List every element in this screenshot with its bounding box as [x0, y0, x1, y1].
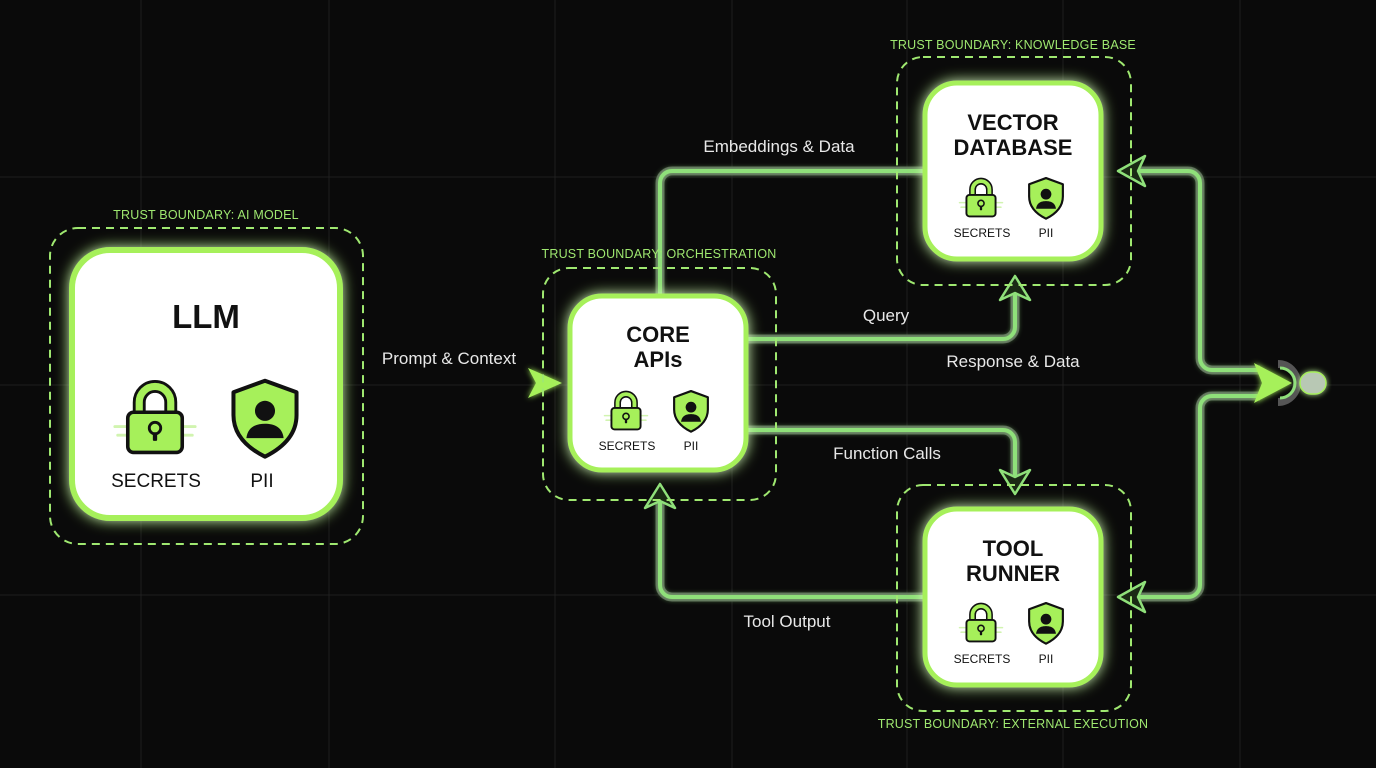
- boundary-external-execution: [896, 484, 1132, 712]
- node-tool-title-line1: TOOL: [983, 536, 1044, 561]
- badge-secrets-label: SECRETS: [954, 226, 1011, 240]
- badge-pii-label: PII: [250, 471, 273, 492]
- connectors: [340, 154, 1327, 614]
- flow-prompt-line[interactable]: [340, 368, 562, 398]
- badge-secrets-label: SECRETS: [111, 471, 201, 492]
- flow-label-tool-output: Tool Output: [744, 612, 831, 631]
- badge-secrets-label: SECRETS: [599, 439, 656, 453]
- flow-label-function-calls: Function Calls: [833, 444, 941, 463]
- node-tool-runner[interactable]: TOOL RUNNER SECRETS PII: [922, 506, 1104, 688]
- node-tool-title-line2: RUNNER: [966, 561, 1060, 586]
- flow-embeddings-line[interactable]: [655, 166, 925, 298]
- badge-pii-label: PII: [1039, 226, 1054, 240]
- prompt-arrowhead: [528, 368, 562, 398]
- flow-function-calls-line[interactable]: [745, 425, 1032, 496]
- boundary-orchestration: [542, 267, 777, 501]
- flow-label-response: Response & Data: [946, 352, 1080, 371]
- badge-secrets-label: SECRETS: [954, 652, 1011, 666]
- boundary-label-external-execution: TRUST BOUNDARY: EXTERNAL EXECUTION: [878, 717, 1149, 731]
- badge-pii-label: PII: [1039, 652, 1054, 666]
- node-core-apis[interactable]: CORE APIs SECRETS PII: [567, 293, 749, 473]
- node-core-title-line2: APIs: [634, 347, 683, 372]
- boundary-label-orchestration: TRUST BOUNDARY: ORCHESTRATION: [542, 247, 777, 261]
- boundary-knowledge-base: [896, 56, 1132, 286]
- flow-label-query: Query: [863, 306, 910, 325]
- return-to-vector-line[interactable]: [1116, 154, 1260, 375]
- trust-boundaries: [49, 56, 1132, 712]
- response-arrowhead: [1254, 363, 1292, 403]
- hub-terminal[interactable]: [1277, 360, 1327, 406]
- boundary-label-ai-model: TRUST BOUNDARY: AI MODEL: [113, 208, 299, 222]
- node-core-title-line1: CORE: [626, 322, 690, 347]
- badge-pii-label: PII: [684, 439, 699, 453]
- node-vector-title-line2: DATABASE: [954, 135, 1073, 160]
- node-vector-title-line1: VECTOR: [967, 110, 1058, 135]
- flow-query-line[interactable]: [745, 274, 1032, 344]
- node-vector-database[interactable]: VECTOR DATABASE SECRETS PII: [922, 80, 1104, 262]
- boundary-ai-model: [49, 227, 364, 545]
- flow-response-line[interactable]: [745, 363, 1292, 403]
- node-llm[interactable]: LLM SECRETS PII: [69, 247, 343, 521]
- flow-label-embeddings: Embeddings & Data: [703, 137, 855, 156]
- return-to-tool-line[interactable]: [1116, 391, 1260, 614]
- flow-tool-output-line[interactable]: [643, 482, 925, 602]
- tool-output-arrowhead: [643, 482, 677, 510]
- flow-label-prompt: Prompt & Context: [382, 349, 516, 368]
- boundary-label-knowledge-base: TRUST BOUNDARY: KNOWLEDGE BASE: [890, 38, 1136, 52]
- node-llm-title: LLM: [172, 298, 240, 335]
